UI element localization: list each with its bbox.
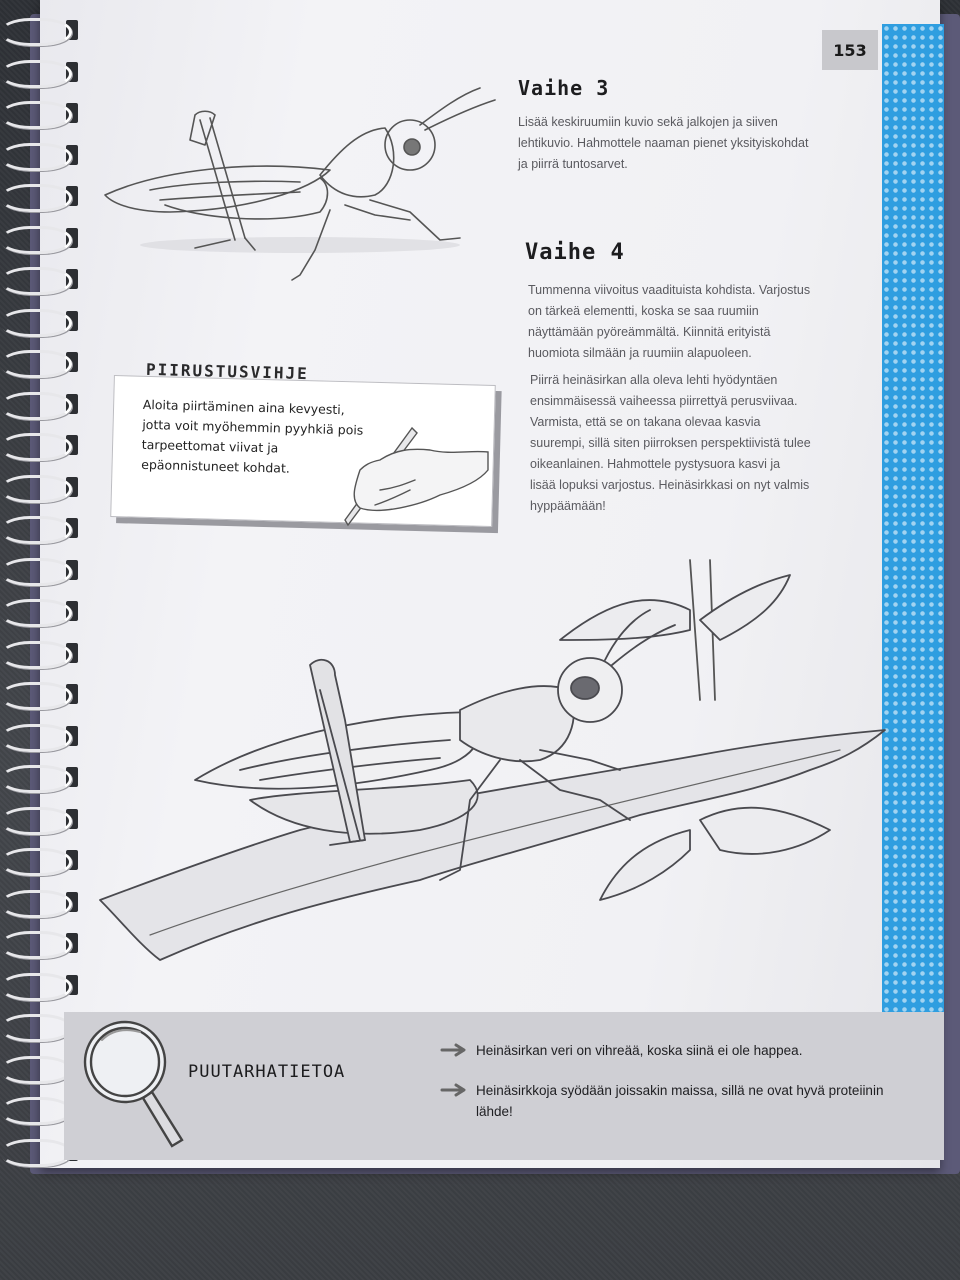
text-line: oikeanlainen. Hahmottele pystysuora kasv… — [530, 457, 781, 471]
text-line: Heinäsirkkoja syödään joissakin maissa, … — [476, 1083, 884, 1098]
binding-ring — [0, 18, 72, 46]
text-line: ja piirrä tuntosarvet. — [518, 157, 628, 171]
binding-ring — [0, 225, 72, 254]
binding-ring — [0, 308, 72, 337]
binding-ring — [0, 350, 72, 378]
binding-ring — [0, 931, 72, 959]
binding-ring — [0, 599, 72, 627]
grasshopper-drawing-large — [99, 559, 886, 961]
binding-ring — [0, 682, 72, 710]
grasshopper-sketch-small — [104, 87, 496, 281]
text-line: huomiota silmään ja ruumiin alapuoleen. — [528, 346, 752, 360]
step-4-text-1: Tummenna viivoitus vaadituista kohdista.… — [528, 280, 868, 364]
binding-ring — [0, 142, 72, 171]
page-edge-stripe — [882, 24, 944, 1014]
binding-ring — [0, 848, 72, 876]
facts-bar — [64, 1012, 944, 1160]
binding-ring — [0, 474, 72, 503]
binding-ring — [0, 184, 72, 212]
binding-ring — [0, 806, 72, 835]
step-3-title: Vaihe 3 — [518, 76, 610, 100]
book-page — [40, 0, 940, 1168]
text-line: suurempi, sillä siten piirroksen perspek… — [530, 436, 811, 450]
facts-title: PUUTARHATIETOA — [188, 1062, 346, 1082]
binding-ring — [0, 59, 72, 88]
binding-ring — [0, 391, 72, 420]
step-3-text: Lisää keskiruumiin kuvio sekä jalkojen j… — [518, 112, 848, 175]
binding-ring — [0, 516, 72, 544]
binding-ring — [0, 267, 72, 295]
binding-ring — [0, 723, 72, 752]
binding-ring — [0, 889, 72, 918]
binding-ring — [0, 972, 72, 1001]
text-line: on tärkeä elementti, koska se saa ruumii… — [528, 304, 759, 318]
text-line: näyttämään pyöreämmältä. Kiinnitä erityi… — [528, 325, 771, 339]
step-4-text-2: Piirrä heinäsirkan alla oleva lehti hyöd… — [530, 370, 875, 517]
fact-item: Heinäsirkan veri on vihreää, koska siinä… — [440, 1040, 946, 1061]
magnifying-glass-icon — [83, 1020, 184, 1148]
fact-item: Heinäsirkkoja syödään joissakin maissa, … — [440, 1080, 946, 1122]
page-number: 153 — [822, 30, 878, 70]
binding-ring — [0, 433, 72, 461]
arrow-icon — [440, 1083, 466, 1097]
text-line: lähde! — [476, 1104, 513, 1119]
text-line: Varmista, että se on takana olevaa kasvi… — [530, 415, 761, 429]
text-line: ensimmäisessä vaiheessa piirrettyä perus… — [530, 394, 798, 408]
text-line: Piirrä heinäsirkan alla oleva lehti hyöd… — [530, 373, 778, 387]
binding-ring — [0, 557, 72, 586]
text-line: lehtikuvio. Hahmottele naaman pienet yks… — [518, 136, 809, 150]
step-4-title: Vaihe 4 — [525, 240, 625, 265]
arrow-icon — [440, 1043, 466, 1057]
binding-ring — [0, 765, 72, 793]
text-line: Heinäsirkan veri on vihreää, koska siinä… — [476, 1043, 803, 1058]
text-line: hyppäämään! — [530, 499, 606, 513]
hand-with-pencil-icon — [344, 426, 489, 527]
binding-ring — [0, 640, 72, 669]
binding-ring — [0, 101, 72, 129]
text-line: Lisää keskiruumiin kuvio sekä jalkojen j… — [518, 115, 778, 129]
text-line: lisää lopuksi varjostus. Heinäsirkkasi o… — [530, 478, 810, 492]
text-line: Tummenna viivoitus vaadituista kohdista.… — [528, 283, 811, 297]
